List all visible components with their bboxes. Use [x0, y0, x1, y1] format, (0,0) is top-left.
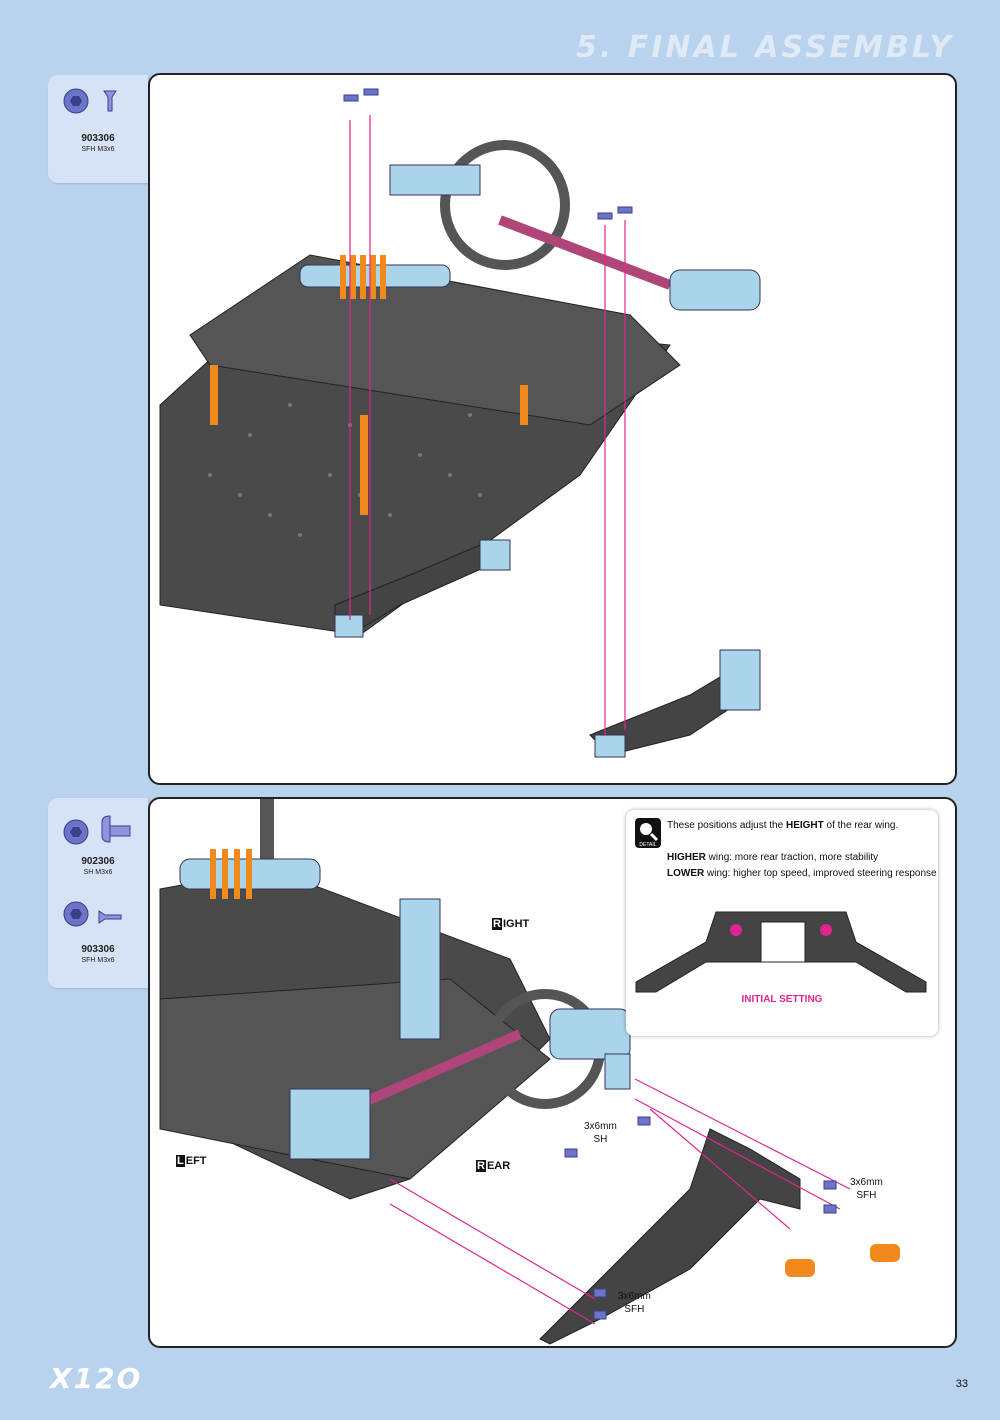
part-desc: SFH M3x6 [81, 957, 115, 964]
detail-lower: LOWER wing: higher top speed, improved s… [667, 868, 937, 879]
part-item: 902306 SH M3x6 [48, 798, 148, 886]
part-item: 903306 SFH M3x6 [48, 886, 148, 974]
part-desc: SH M3x6 [83, 869, 113, 876]
assembly-illustration-1 [159, 88, 761, 758]
part-desc: SFH M3x6 [81, 146, 115, 153]
section-title: 5. FINAL ASSEMBLY [576, 30, 954, 65]
part-code: 903306 [81, 133, 115, 144]
initial-setting-label: INITIAL SETTING [741, 994, 823, 1005]
parts-box-bottom: 902306 SH M3x6 903306 SFH M3x6 [48, 798, 148, 988]
flat-head-screw-icon [63, 88, 117, 114]
detail-magnifier-icon: DETAIL [635, 818, 661, 848]
button-head-screw-icon [63, 815, 131, 845]
detail-intro: These positions adjust the HEIGHT of the… [667, 820, 899, 831]
page-number: 33 [955, 1378, 968, 1390]
wing-mount-diagram [635, 911, 927, 993]
assembly-step-1 [148, 73, 957, 785]
flat-head-screw-icon [63, 901, 122, 927]
parts-box-top: 903306 SFH M3x6 [48, 75, 148, 183]
brand-logo: X12O [50, 1362, 143, 1395]
part-code: 903306 [81, 944, 115, 955]
assembly-illustration-2 [159, 799, 900, 1345]
part-item: 903306 SFH M3x6 [48, 75, 148, 163]
detail-higher: HIGHER wing: more rear traction, more st… [667, 852, 879, 863]
detail-callout: DETAIL These positions adjust the HEIGHT… [626, 810, 938, 1036]
part-code: 902306 [81, 856, 115, 867]
detail-icon-label: DETAIL [639, 842, 656, 848]
